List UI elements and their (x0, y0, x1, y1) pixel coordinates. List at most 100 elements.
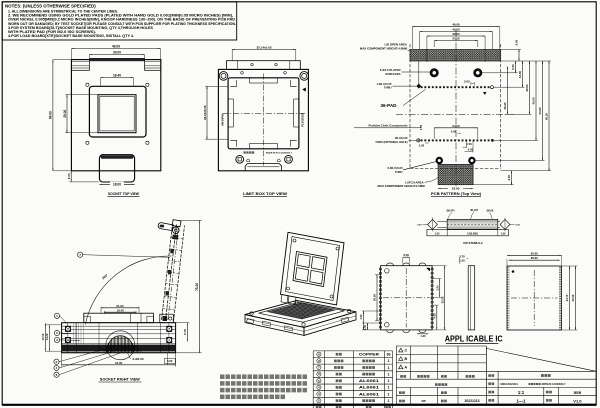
svg-text:7: 7 (318, 366, 320, 370)
svg-text:6: 6 (318, 372, 320, 376)
svg-text:1: 1 (388, 392, 390, 396)
svg-text:ZW: ZW (421, 399, 426, 403)
svg-text:29.00: 29.00 (63, 109, 67, 117)
svg-text:60.30: 60.30 (545, 113, 549, 120)
svg-text:DP-07888-6.2: DP-07888-6.2 (463, 241, 483, 245)
svg-text:49.00: 49.00 (452, 23, 460, 27)
svg-text:NOTES: (UNLESS OTHERWISE SPECI: NOTES: (UNLESS OTHERWISE SPECIFIED) (5, 4, 96, 9)
svg-text:APPL ICABLE IC: APPL ICABLE IC (445, 334, 503, 343)
svg-text:1: 1 (388, 372, 390, 376)
svg-text:6.00: 6.00 (403, 253, 409, 257)
svg-text:MAX COMPONENT HEIGHT:4.0MM: MAX COMPONENT HEIGHT:4.0MM (360, 46, 408, 50)
svg-text:3: 3 (56, 338, 58, 342)
svg-text:26.25: 26.25 (503, 102, 507, 109)
svg-text:AL6061: AL6061 (359, 392, 379, 396)
svg-text:0.50: 0.50 (417, 225, 422, 227)
svg-text:LIMIT BOX TOP VIEW: LIMIT BOX TOP VIEW (243, 191, 287, 196)
svg-text:24.00: 24.00 (373, 294, 377, 301)
svg-text:0.50: 0.50 (516, 225, 521, 227)
svg-text:mm: mm (574, 390, 582, 395)
svg-text:P2.0X35X30: P2.0X35X30 (301, 113, 304, 127)
svg-text:36PIN-P2.0-35X30X3.7: 36PIN-P2.0-35X30X3.7 (542, 384, 567, 386)
svg-text:1-Φ1.6±0.05: 1-Φ1.6±0.05 (376, 82, 392, 86)
svg-text:6.00: 6.00 (167, 359, 173, 363)
svg-text:32.00: 32.00 (452, 32, 460, 36)
svg-text:24.00: 24.00 (452, 124, 460, 128)
svg-text:21.00: 21.00 (116, 304, 124, 308)
svg-text:14.20: 14.20 (45, 333, 49, 340)
svg-text:2. WE RECOMMEND USING GOLD PLA: 2. WE RECOMMEND USING GOLD PLATED PADS (… (8, 14, 233, 18)
svg-text:C: C (404, 349, 407, 353)
svg-text:6.00: 6.00 (67, 173, 71, 179)
svg-text:HM02-20221213-: HM02-20221213- (501, 384, 519, 386)
svg-text:36-PAD: 36-PAD (381, 103, 398, 108)
svg-text:4: 4 (318, 385, 320, 389)
svg-text:34.75: 34.75 (565, 294, 569, 301)
svg-text:105°: 105° (101, 273, 109, 281)
svg-text:19.40: 19.40 (117, 308, 125, 312)
svg-text:2: 2 (56, 331, 58, 335)
svg-text:44.00: 44.00 (115, 361, 123, 365)
svg-text:Φ1.6±0.05: Φ1.6±0.05 (395, 136, 408, 140)
svg-text:MAX COMPONENT HEIGHT:1.5MM: MAX COMPONENT HEIGHT:1.5MM (377, 184, 425, 188)
svg-text:32.00: 32.00 (440, 296, 444, 303)
svg-text:15.50: 15.50 (41, 333, 45, 340)
svg-text:2.00: 2.00 (435, 285, 439, 291)
svg-text:40.00: 40.00 (452, 27, 460, 31)
svg-text:18.00: 18.00 (452, 187, 460, 191)
svg-text:4.50: 4.50 (468, 147, 474, 151)
svg-text:1.50: 1.50 (501, 232, 506, 235)
svg-text:A: A (404, 366, 407, 370)
svg-text:43.00: 43.00 (532, 97, 536, 104)
svg-text:1:1: 1:1 (518, 390, 525, 395)
svg-text:V1.0: V1.0 (573, 398, 582, 403)
svg-text:2-Φ2.00: 2-Φ2.00 (133, 357, 144, 361)
svg-text:28.30: 28.30 (531, 256, 539, 260)
svg-text:12(0.685): 12(0.685) (467, 232, 478, 235)
svg-text:29.80: 29.80 (525, 84, 529, 91)
svg-text:1.50: 1.50 (363, 324, 367, 330)
svg-text:1: 1 (388, 399, 390, 403)
svg-text:THRU-(OPTIONAL HOLE): THRU-(OPTIONAL HOLE) (375, 140, 407, 144)
svg-text:LATCH AREA: LATCH AREA (405, 180, 424, 184)
svg-text:8: 8 (318, 359, 320, 363)
svg-text:LID OPEN AREA: LID OPEN AREA (384, 43, 407, 47)
svg-text:1.50: 1.50 (466, 142, 472, 146)
svg-text:2.00: 2.00 (451, 129, 457, 133)
svg-text:13.80: 13.80 (518, 71, 522, 78)
svg-text:36: 36 (387, 353, 391, 357)
svg-text:OVER NICKEL 0.005[MIN]0.2 MICR: OVER NICKEL 0.005[MIN]0.2 MICRO INCHES[M… (8, 18, 236, 22)
svg-text:HM-36PIN: HM-36PIN (222, 114, 225, 125)
svg-text:1.50: 1.50 (419, 124, 423, 130)
svg-text:1: 1 (388, 366, 390, 370)
svg-text:5: 5 (56, 360, 58, 364)
svg-text:Prohibit Cloth Components: Prohibit Cloth Components (369, 124, 408, 128)
svg-text:1—1: 1—1 (516, 398, 526, 403)
svg-text:4.05: 4.05 (433, 313, 437, 319)
svg-text:26.14±0.05: 26.14±0.05 (203, 105, 207, 120)
svg-text:WORN OUT OR DAMAGED; BY TEST S: WORN OUT OR DAMAGED; BY TEST SOCKET[OR P… (8, 22, 236, 26)
svg-text:4.50: 4.50 (359, 314, 363, 320)
svg-text:18.40: 18.40 (113, 73, 121, 77)
svg-text:WITH PLATED PAD (FOR M2.0 ISO: WITH PLATED PAD (FOR M2.0 ISO SCREWS). (8, 30, 96, 34)
svg-text:THRU: THRU (395, 170, 403, 174)
svg-text:6-Φ1.5-PLATED: 6-Φ1.5-PLATED (380, 68, 401, 72)
svg-text:PCB PATTERN (Top View): PCB PATTERN (Top View) (431, 191, 482, 196)
svg-text:AL6061: AL6061 (359, 379, 379, 383)
svg-text:1.30: 1.30 (420, 334, 426, 338)
svg-text:1.50: 1.50 (435, 232, 440, 235)
svg-text:49.00: 49.00 (112, 45, 120, 49)
svg-text:18.00: 18.00 (113, 182, 121, 186)
svg-text:3.FOR SYSTEM BOARD[DLT]/SOCKET: 3.FOR SYSTEM BOARD[DLT]/SOCKET BASE MOUN… (8, 26, 154, 30)
svg-text:1: 1 (388, 386, 390, 390)
svg-text:7: 7 (79, 253, 81, 257)
svg-text:Φ0.80: Φ0.80 (487, 210, 494, 213)
svg-text:9.70: 9.70 (183, 329, 187, 335)
svg-text:20221213: 20221213 (464, 399, 479, 403)
svg-text:35.00: 35.00 (571, 294, 575, 301)
svg-text:B: B (404, 357, 407, 361)
svg-text:3: 3 (318, 392, 320, 396)
svg-text:1.20: 1.20 (459, 258, 465, 262)
svg-text:2: 2 (318, 399, 320, 403)
svg-text:6-Φ1.5±0.05: 6-Φ1.5±0.05 (387, 166, 403, 170)
